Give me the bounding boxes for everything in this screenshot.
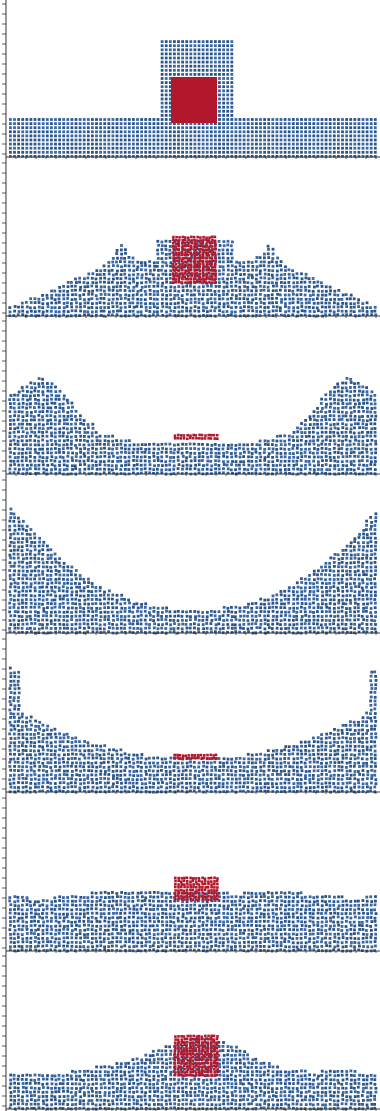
- frame-5-rigid-body: [173, 753, 218, 760]
- simulation-frame-5: [0, 635, 380, 794]
- frame-4-fluid-particles: [8, 507, 378, 635]
- frame-7-rigid-body: [173, 1034, 219, 1077]
- frame-5-canvas: [2, 635, 380, 794]
- frame-2-axes: [2, 159, 380, 318]
- frame-2-rigid-body: [171, 235, 217, 285]
- frame-4-canvas: [2, 476, 380, 635]
- frame-4-axes: [2, 476, 380, 635]
- frame-6-rigid-body: [174, 876, 219, 902]
- frame-6-axes: [2, 794, 380, 953]
- frame-1-rigid-body: [171, 77, 217, 123]
- frame-2-fluid-particles: [8, 239, 378, 318]
- frame-2-canvas: [2, 159, 380, 318]
- frame-3-axes: [2, 317, 380, 476]
- frame-1-axes: [2, 0, 380, 159]
- frame-3-canvas: [2, 317, 380, 476]
- simulation-frame-3: [0, 317, 380, 476]
- frame-3-rigid-body: [173, 433, 219, 441]
- frame-6-canvas: [2, 794, 380, 953]
- frame-3-fluid-particles: [8, 377, 378, 476]
- simulation-frame-6: [0, 794, 380, 953]
- frame-7-canvas: [2, 952, 380, 1111]
- frame-5-fluid-particles: [8, 666, 378, 794]
- simulation-frame-2: [0, 159, 380, 318]
- simulation-frame-4: [0, 476, 380, 635]
- frame-5-axes: [2, 635, 380, 794]
- simulation-frame-1: [0, 0, 380, 159]
- frame-1-canvas: [2, 0, 380, 159]
- simulation-frame-7: [0, 952, 380, 1111]
